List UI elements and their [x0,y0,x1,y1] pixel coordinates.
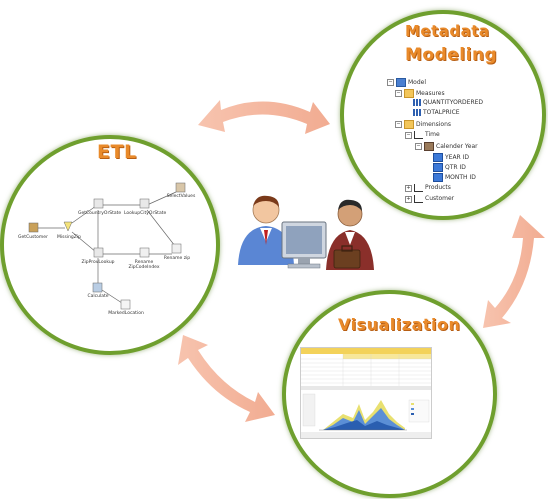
etl-get-customer: GetCustomer [18,235,48,240]
stream-lookup-icon [139,198,150,209]
level-icon [433,163,443,172]
tree-model-row[interactable]: − Model [387,78,426,87]
collapse-icon[interactable]: − [405,131,412,139]
person-left-icon [238,195,294,265]
tree-level-label: YEAR ID [445,153,470,161]
metadata-title-line2: Modeling [405,45,498,65]
computer-monitor-icon [281,221,327,269]
output-icon [120,299,131,310]
calculator-icon [92,282,103,293]
rename-icon [139,247,150,258]
tree-measures-row[interactable]: − Measures [395,89,445,98]
model-icon [396,78,406,87]
businessman-briefcase-icon [326,199,374,270]
metadata-tree: − Model − Measures QUANTITYORDERED TOTAL… [387,78,537,208]
tree-level-item[interactable]: MONTH ID [433,173,476,182]
visualization-title: Visualization [338,315,461,334]
etl-circle [0,135,220,355]
tree-calendar-row[interactable]: − Calender Year [415,142,478,151]
arrow-etl-visualization [178,335,275,422]
area-chart-graphic [323,400,405,430]
rename-zip-icon [171,243,182,254]
tree-measure-label: QUANTITYORDERED [423,98,484,106]
dimension-axis-icon [414,195,423,203]
level-icon [433,173,443,182]
arrow-metadata-visualization [483,215,545,328]
tree-products-row[interactable]: + Products [405,184,451,192]
tree-dimensions-label: Dimensions [416,120,452,128]
dashboard-preview-graphic [301,348,431,438]
users-at-computer-icon [238,195,374,270]
expand-icon[interactable]: + [405,184,412,192]
metadata-circle [340,10,546,220]
select-values-icon [175,182,186,193]
etl-rename-zip-index: Rename ZipCodeIndex [128,260,160,270]
etl-title: ETL [97,141,137,163]
metadata-title-line1: Metadata [405,22,490,40]
tree-level-item[interactable]: YEAR ID [433,153,469,162]
tree-level-item[interactable]: QTR ID [433,163,466,172]
zip-lookup-icon [93,247,104,258]
expand-icon[interactable]: + [405,195,412,203]
measure-bar-icon [413,109,421,116]
etl-calculate: Calculate [87,294,109,299]
folder-icon [404,120,414,129]
tree-level-label: QTR ID [445,163,466,171]
visualization-dashboard-thumbnail [300,347,432,439]
tree-measure-item[interactable]: TOTALPRICE [413,109,460,116]
tree-dimensions-row[interactable]: − Dimensions [395,120,451,129]
tree-calendar-label: Calender Year [436,142,478,150]
etl-lookup-city-state: LookupCityOrState [124,211,167,216]
tree-time-row[interactable]: − Time [405,131,440,139]
etl-rename-zip: Rename zip [163,256,191,261]
etl-node-icons [28,182,186,310]
collapse-icon[interactable]: − [395,121,402,128]
folder-icon [404,89,414,98]
measure-bar-icon [413,99,421,106]
collapse-icon[interactable]: − [395,90,402,97]
tree-measure-item[interactable]: QUANTITYORDERED [413,99,483,106]
etl-missing-zip: MissingZip [57,235,81,240]
hierarchy-icon [424,142,434,151]
collapse-icon[interactable]: − [387,79,394,86]
dimension-axis-icon [414,131,423,139]
tree-model-label: Model [408,78,427,86]
lookup-icon [93,198,104,209]
etl-select-values: SelectValues [166,194,196,199]
level-icon [433,153,443,162]
etl-get-country-state: GetCountryOrState [78,211,122,216]
etl-marked-location: MarkedLocation [108,311,144,316]
tree-measure-label: TOTALPRICE [423,108,460,116]
etl-zip-lookup: ZipProvLookup [81,260,115,265]
dimension-axis-icon [414,184,423,192]
table-input-icon [28,222,39,233]
tree-customer-row[interactable]: + Customer [405,195,454,203]
tree-level-label: MONTH ID [445,173,476,181]
tree-measures-label: Measures [416,89,445,97]
tree-customer-label: Customer [425,195,455,202]
tree-products-label: Products [425,184,451,191]
filter-icon [63,221,73,232]
collapse-icon[interactable]: − [415,143,422,150]
tree-time-label: Time [425,131,440,138]
arrow-etl-metadata [198,100,330,134]
